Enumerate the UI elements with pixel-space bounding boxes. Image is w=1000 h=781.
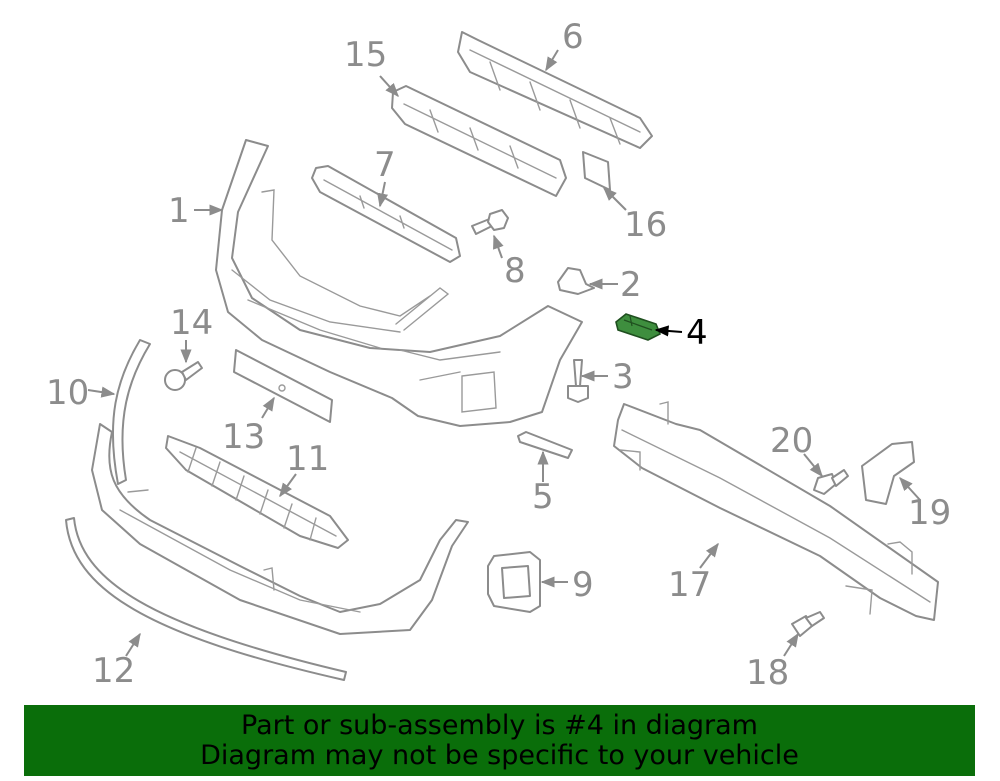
callout-17: 17 bbox=[668, 565, 711, 605]
callout-3: 3 bbox=[612, 357, 634, 397]
callout-1: 1 bbox=[168, 191, 190, 231]
part-1-bumper-cover bbox=[215, 139, 583, 427]
banner-line-1: Part or sub-assembly is #4 in diagram bbox=[241, 709, 758, 741]
callout-8: 8 bbox=[504, 251, 526, 291]
part-8-bolt bbox=[471, 209, 509, 235]
part-16-bracket bbox=[582, 151, 611, 191]
part-20-bolt bbox=[813, 469, 849, 495]
part-19-bracket bbox=[861, 441, 915, 505]
callout-20: 20 bbox=[770, 421, 813, 461]
callout-19: 19 bbox=[908, 493, 951, 533]
callout-13: 13 bbox=[222, 417, 265, 457]
part-3-screw bbox=[567, 359, 589, 403]
callout-labels: 1 2 3 4 5 6 7 8 9 10 11 12 13 14 15 16 1… bbox=[46, 17, 951, 693]
callout-7: 7 bbox=[374, 145, 396, 185]
info-banner: Part or sub-assembly is #4 in diagram Di… bbox=[24, 705, 975, 776]
part-15-absorber bbox=[391, 85, 567, 197]
part-17-reinforcement-beam bbox=[613, 401, 939, 621]
callout-9: 9 bbox=[572, 565, 594, 605]
part-5-trim bbox=[517, 431, 573, 459]
lower-fascia bbox=[91, 423, 469, 635]
part-7-grille-trim bbox=[311, 165, 461, 263]
banner-line-2: Diagram may not be specific to your vehi… bbox=[200, 739, 799, 771]
part-18-bolt bbox=[791, 611, 825, 637]
callout-14: 14 bbox=[170, 303, 213, 343]
callout-4: 4 bbox=[686, 313, 708, 353]
part-2-clip bbox=[557, 267, 595, 295]
callout-2: 2 bbox=[620, 265, 642, 305]
callout-15: 15 bbox=[344, 35, 387, 75]
part-6-upper-absorber bbox=[457, 31, 653, 149]
callout-6: 6 bbox=[562, 17, 584, 57]
leader-lines bbox=[87, 49, 921, 657]
callout-5: 5 bbox=[532, 477, 554, 517]
callout-10: 10 bbox=[46, 373, 89, 413]
callout-16: 16 bbox=[624, 205, 667, 245]
callout-18: 18 bbox=[746, 653, 789, 693]
part-14-bolt bbox=[164, 361, 203, 391]
parts-diagram: 1 2 3 4 5 6 7 8 9 10 11 12 13 14 15 16 1… bbox=[46, 17, 951, 693]
part-11-lower-grille bbox=[165, 435, 349, 549]
callout-12: 12 bbox=[92, 651, 135, 691]
part-12-lower-lip bbox=[65, 517, 347, 681]
part-9-fog-bezel bbox=[487, 551, 541, 613]
part-10-molding bbox=[111, 339, 151, 485]
part-4-bracket-highlight bbox=[615, 313, 662, 341]
part-13-license-bracket bbox=[233, 349, 333, 423]
callout-11: 11 bbox=[286, 439, 329, 479]
